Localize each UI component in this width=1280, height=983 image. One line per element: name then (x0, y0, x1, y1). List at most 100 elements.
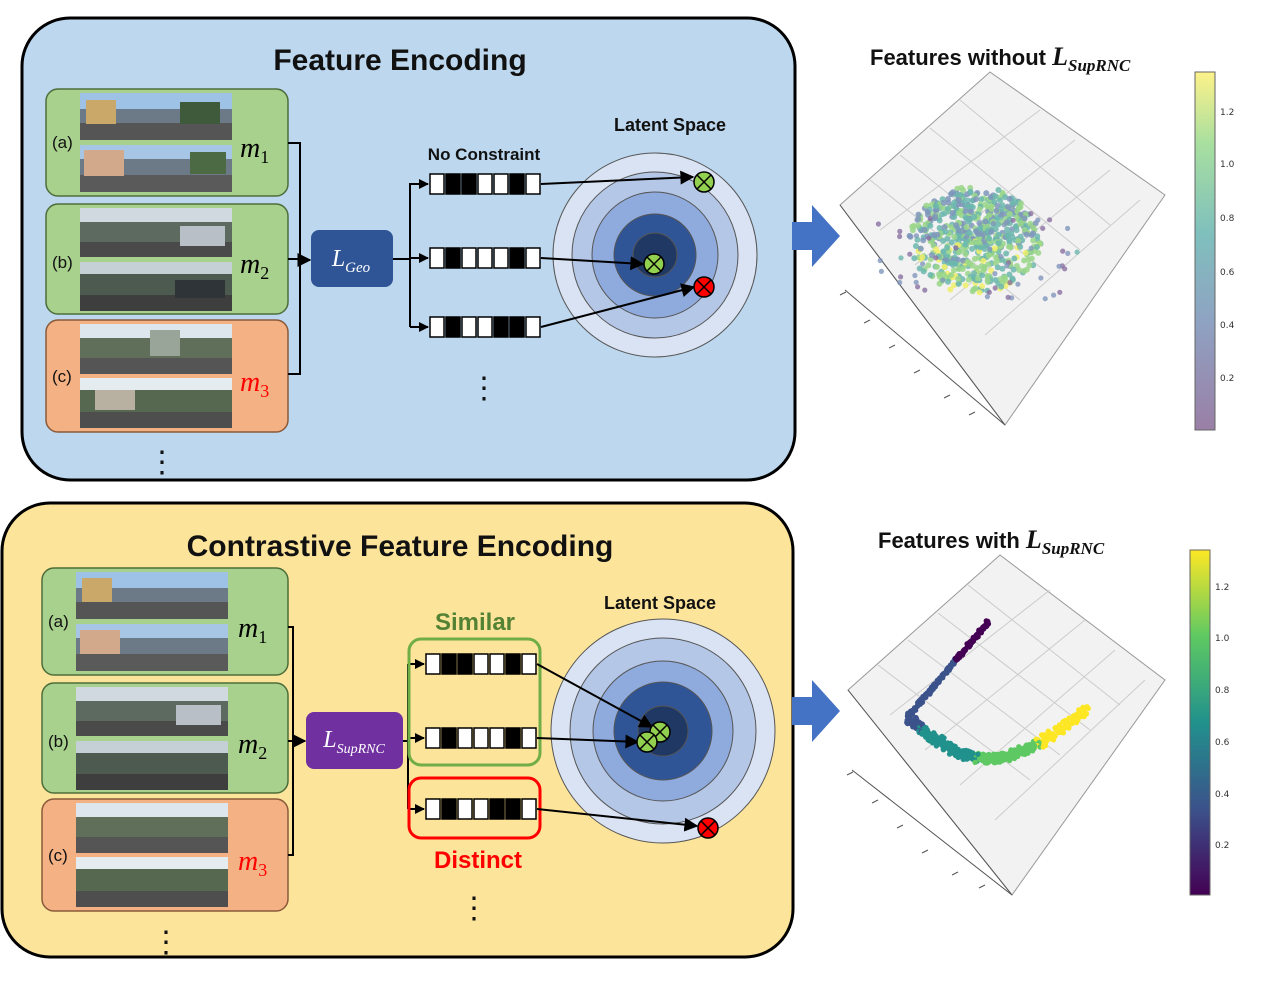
scatter-point (1040, 744, 1046, 750)
scatter-point (945, 199, 952, 206)
feature-vector-2 (429, 247, 541, 269)
bottom-panel-title: Contrastive Feature Encoding (187, 530, 614, 563)
scatter-point (973, 228, 980, 235)
scatter-point (1073, 717, 1079, 723)
scatter-point (958, 191, 965, 198)
scatter-point (927, 216, 933, 222)
scatter-point (972, 759, 978, 765)
scatter-point (949, 189, 956, 196)
scatter-point (912, 272, 918, 279)
scatter-point (1008, 747, 1014, 753)
scatter-point (1025, 256, 1032, 263)
feature-cell (445, 173, 461, 195)
positive-sample-icon (643, 253, 665, 275)
scatter-point (1006, 243, 1012, 250)
feature-cell (457, 653, 473, 675)
suprnc-loss-label: LSupRNC (322, 727, 385, 757)
scatter-point (916, 216, 922, 222)
street-image-icon (80, 378, 232, 428)
scatter-point (955, 196, 962, 203)
scatter-point (995, 240, 1002, 247)
bottom-feature-scatter (904, 618, 1092, 766)
feature-cell (461, 247, 477, 269)
scatter-point (1038, 275, 1044, 281)
feature-cell (525, 316, 541, 338)
scatter-point (977, 230, 984, 237)
bottom-3d-axes (846, 554, 1166, 896)
scatter-point (941, 224, 948, 231)
feature-cell (509, 247, 525, 269)
feature-vector-3 (425, 798, 537, 820)
scatter-point (967, 188, 974, 195)
scatter-point (944, 257, 950, 263)
bottom-colorbar-tick: 0.6 (1215, 738, 1230, 748)
scatter-point (1010, 266, 1017, 273)
top-colorbar-tick: 1.0 (1220, 160, 1235, 170)
scatter-point (988, 194, 994, 200)
scatter-point (1022, 222, 1029, 229)
scatter-point (913, 716, 920, 722)
bottom-plot-title: Features with LSupRNC (878, 525, 1105, 558)
scatter-point (1051, 292, 1057, 298)
street-image-icon (80, 324, 232, 374)
scatter-point (1004, 226, 1011, 233)
geo-loss-label: LGeo (331, 246, 371, 276)
top-row-a-modality: m1 (240, 133, 269, 167)
scatter-point (981, 239, 987, 245)
top-plot-title: Features without LSupRNC (870, 42, 1131, 75)
feature-cell (461, 173, 477, 195)
scatter-point (921, 725, 928, 731)
scatter-point (1017, 243, 1024, 250)
feature-cell (457, 798, 473, 820)
scatter-point (936, 217, 943, 224)
feature-cell (425, 727, 441, 749)
scatter-point (948, 224, 955, 231)
scatter-point (982, 218, 989, 225)
top-embed-arrow-1 (540, 170, 695, 185)
scatter-point (969, 245, 976, 252)
scatter-point (986, 212, 993, 219)
scatter-point (933, 255, 939, 261)
scatter-point (940, 277, 946, 283)
scatter-point (919, 254, 926, 261)
street-image-icon (76, 572, 228, 619)
scatter-point (1074, 249, 1080, 255)
scatter-point (956, 210, 963, 217)
scatter-point (922, 287, 928, 293)
scatter-point (1001, 222, 1007, 228)
scatter-point (942, 228, 949, 235)
feature-vector-1 (429, 173, 541, 195)
scatter-point (992, 277, 999, 283)
scatter-point (1026, 262, 1033, 269)
top-colorbar-gradient (1194, 71, 1216, 431)
scatter-point (1004, 231, 1011, 238)
scatter-point (988, 228, 995, 235)
scatter-point (995, 231, 1002, 238)
scatter-point (979, 283, 986, 290)
scatter-point (978, 196, 985, 203)
negative-sample-icon (697, 817, 719, 839)
scatter-point (940, 199, 947, 206)
feature-cell (429, 173, 445, 195)
suprnc-loss-box (306, 712, 403, 769)
scatter-point (931, 681, 937, 687)
scatter-point (980, 267, 987, 274)
scatter-point (1021, 215, 1028, 222)
scatter-point (953, 751, 960, 758)
scatter-point (983, 190, 990, 197)
scatter-point (898, 274, 904, 280)
scatter-point (968, 208, 975, 215)
scatter-point (1015, 281, 1021, 287)
scatter-point (924, 209, 930, 215)
scatter-point (998, 283, 1005, 290)
scatter-point (1011, 198, 1018, 205)
scatter-point (957, 233, 963, 240)
scatter-point (1060, 719, 1066, 725)
scatter-point (878, 268, 885, 274)
top-colorbar-tick: 0.8 (1220, 214, 1235, 224)
scatter-point (977, 627, 983, 634)
bottom-more-rows-ellipsis: ⋮ (151, 926, 181, 959)
scatter-point (986, 757, 993, 764)
scatter-point (898, 255, 904, 261)
feature-cell (477, 316, 493, 338)
